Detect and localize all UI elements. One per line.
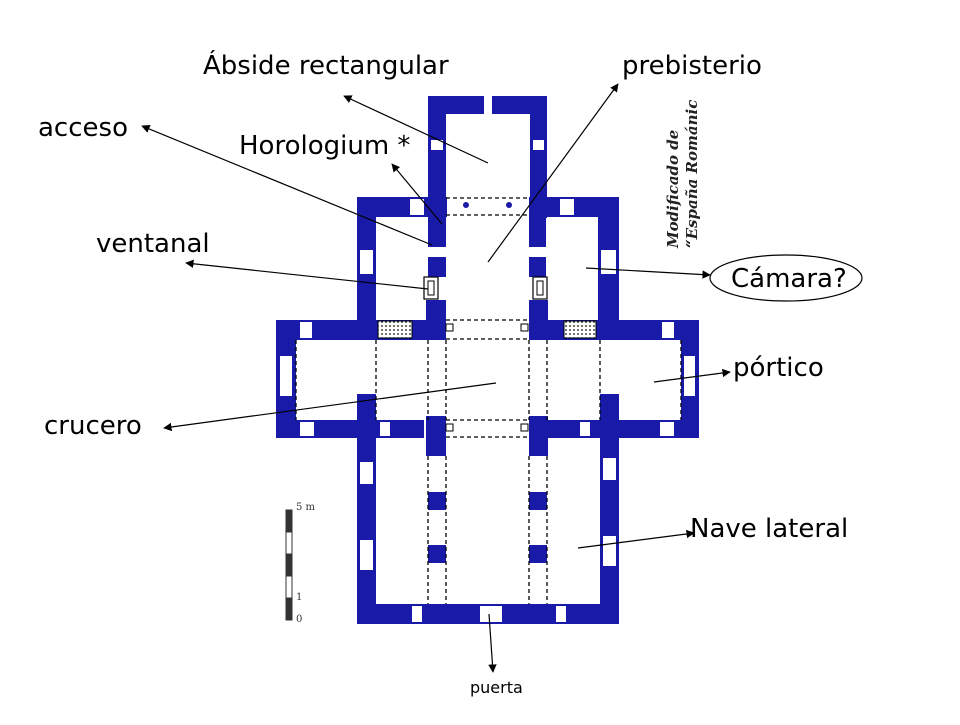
pier-markers	[445, 323, 529, 432]
label-prebisterio: prebisterio	[622, 51, 762, 81]
label-crucero: crucero	[44, 411, 142, 441]
label-camara: Cámara?	[731, 264, 847, 294]
label-portico: pórtico	[733, 353, 824, 383]
arrow-horologium	[391, 163, 443, 225]
label-abside-rectangular: Ábside rectangular	[203, 51, 449, 81]
scale-label-bottom: 0	[296, 614, 303, 625]
stippled-block-right	[563, 320, 597, 339]
scale-bar	[285, 509, 293, 621]
label-ventanal: ventanal	[96, 229, 210, 259]
credit-line-1: Modificado de	[664, 129, 682, 248]
arrow-camara	[585, 267, 711, 279]
scale-label-mid: 1	[296, 592, 303, 603]
label-nave-lateral: Nave lateral	[690, 514, 849, 544]
credit-line-2: “España Románic	[682, 99, 701, 248]
label-puerta: puerta	[470, 678, 523, 697]
arrow-portico	[653, 368, 731, 383]
arrow-abside	[343, 95, 489, 164]
arrow-acceso	[141, 124, 433, 246]
camara-ellipse	[709, 254, 863, 302]
wall-openings	[280, 96, 695, 622]
source-credit: Modificado de “España Románic	[664, 100, 702, 248]
arrow-crucero	[163, 382, 497, 432]
scan-background	[258, 94, 720, 630]
stippled-block-left	[377, 320, 413, 339]
label-horologium: Horologium *	[239, 131, 411, 161]
arrow-nave-lateral	[577, 529, 695, 549]
arrow-prebisterio	[487, 83, 619, 263]
arrow-ventanal	[185, 259, 429, 290]
label-acceso: acceso	[38, 113, 128, 143]
leader-arrows	[141, 83, 731, 673]
arcade-lines	[295, 197, 682, 604]
scale-label-top: 5 m	[296, 502, 316, 513]
arrow-puerta	[488, 613, 497, 673]
